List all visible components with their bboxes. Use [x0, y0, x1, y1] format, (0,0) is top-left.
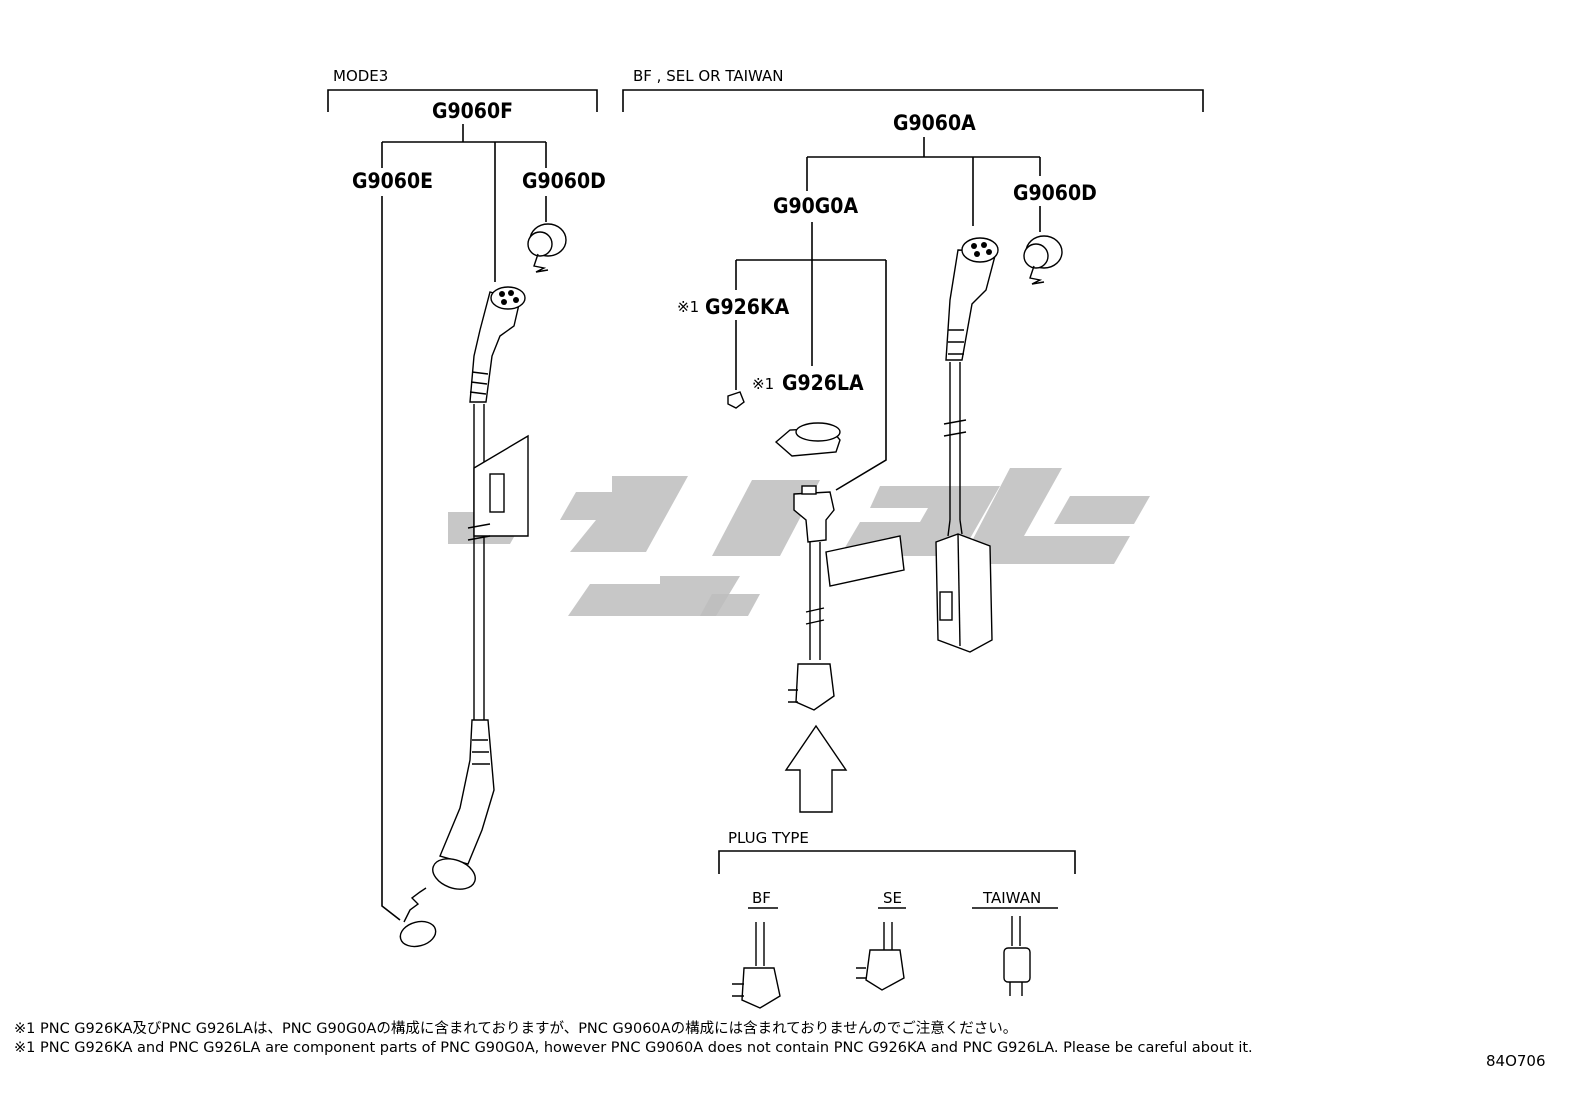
part-label-g9060e[interactable]: G9060E: [352, 169, 433, 193]
part-label-g9060f[interactable]: G9060F: [432, 99, 513, 123]
plug-se-icon[interactable]: [856, 922, 905, 991]
group-label-plug-type: PLUG TYPE: [728, 829, 809, 847]
leader-lines-left: [381, 124, 547, 921]
plug-type-se-label: SE: [883, 889, 902, 907]
adapter-cable-g90g0a[interactable]: [788, 485, 905, 711]
marker-g926la: ※1: [752, 375, 774, 393]
cap-g9060d-right[interactable]: [1023, 235, 1063, 285]
leader-lines-right: [735, 137, 1041, 491]
plug-taiwan-icon[interactable]: [1003, 916, 1031, 996]
bracket-mode3: [327, 89, 598, 112]
part-label-g9060d-left[interactable]: G9060D: [522, 169, 606, 193]
part-g926ka[interactable]: [727, 391, 745, 409]
part-label-g90g0a[interactable]: G90G0A: [773, 194, 858, 218]
plug-type-bf-label: BF: [752, 889, 771, 907]
charging-cable-g9060a[interactable]: [935, 237, 999, 653]
part-label-g926la[interactable]: G926LA: [782, 371, 864, 395]
footnote-japanese: ※1 PNC G926KA及びPNC G926LAは、PNC G90G0Aの構成…: [14, 1021, 1018, 1037]
plug-bf-icon[interactable]: [732, 922, 781, 1009]
footnote-english: ※1 PNC G926KA and PNC G926LA are compone…: [14, 1040, 1253, 1056]
marker-g926ka: ※1: [677, 298, 699, 316]
plug-type-taiwan-label: TAIWAN: [982, 889, 1041, 907]
part-label-g9060d-right[interactable]: G9060D: [1013, 181, 1097, 205]
group-label-bf-sel-taiwan: BF , SEL OR TAIWAN: [633, 67, 784, 85]
arrow-up-icon: [784, 724, 848, 813]
bracket-plug-type: [718, 850, 1076, 874]
group-label-mode3: MODE3: [333, 67, 388, 85]
part-label-g9060a[interactable]: G9060A: [893, 111, 976, 135]
bracket-bf-sel-taiwan: [622, 89, 1204, 112]
cap-g9060d-left[interactable]: [527, 223, 567, 273]
part-label-g926ka[interactable]: G926KA: [705, 295, 790, 319]
mode3-charging-cable[interactable]: [398, 286, 529, 950]
part-g926la[interactable]: [774, 422, 841, 457]
figure-id: 84O706: [1486, 1052, 1546, 1070]
watermark-logo: [448, 468, 1150, 616]
